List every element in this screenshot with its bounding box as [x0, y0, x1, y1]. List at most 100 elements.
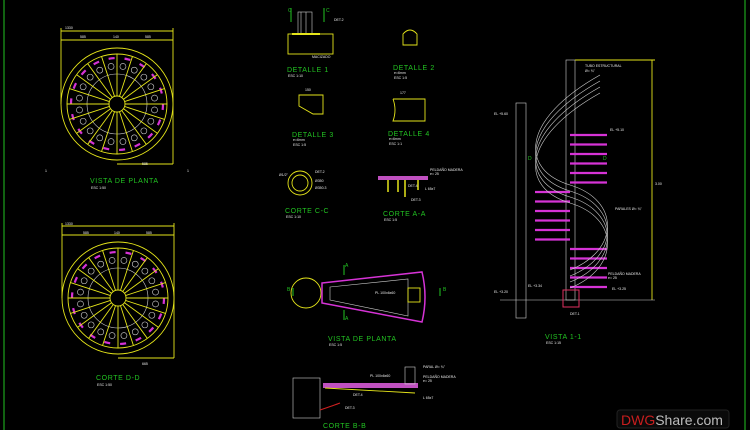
plan-dim-left: 585 — [80, 35, 86, 39]
step-number-bubble — [119, 138, 127, 145]
step-number-bubble — [108, 332, 116, 339]
section-bb-drawing — [292, 366, 418, 419]
step-number-bubble — [97, 328, 105, 336]
step-number-bubble — [76, 94, 83, 102]
detail-3-title: DETALLE 3 — [292, 132, 334, 139]
step-line — [123, 108, 158, 134]
plan-dim-bottom: 585 — [142, 162, 148, 166]
elev-tube-diameter: Ø= ¾" — [585, 69, 596, 73]
section-dd-scale: ESC 1:50 — [97, 383, 112, 387]
mark-b-left: B — [287, 287, 291, 293]
step-line — [122, 304, 148, 339]
detail-3-dim-top: 150 — [305, 88, 311, 92]
step-line — [76, 108, 111, 134]
step-number-bubble — [107, 138, 115, 145]
step-line — [122, 257, 148, 292]
elev-step-label: PELDAÑO MADERA — [608, 271, 641, 276]
center-column — [108, 95, 126, 113]
elev-mark-d-left: D — [528, 156, 532, 162]
step-number-bubble — [96, 134, 104, 142]
step-number-bubble — [77, 300, 84, 308]
step-line — [124, 88, 165, 102]
section-dd-drawing — [61, 223, 175, 359]
step-line — [121, 110, 147, 145]
dd-dim-total: 1330 — [65, 222, 73, 226]
elev-step-e: e= 25 — [608, 276, 617, 280]
section-aa-step-e: e= 25 — [430, 172, 439, 176]
detail-1-det-label: DET.2 — [334, 18, 344, 22]
elev-dim-height: 3.00 — [655, 182, 662, 186]
section-bb-title: CORTE B-B — [323, 423, 366, 430]
step-number-bubble — [151, 94, 158, 102]
section-aa-scale: ESC 1:5 — [384, 218, 397, 222]
step-line — [76, 74, 111, 100]
step-number-bubble — [86, 127, 94, 135]
step-number-bubble — [148, 311, 156, 319]
step-number-bubble — [130, 66, 138, 74]
step-number-bubble — [87, 267, 95, 275]
step-number-bubble — [151, 106, 158, 114]
section-cc-title: CORTE C-C — [285, 208, 329, 215]
section-bb-step-e: e= 25 — [423, 379, 432, 383]
step-number-bubble — [141, 321, 149, 329]
handrail — [535, 92, 608, 289]
step-line — [124, 106, 165, 120]
step-number-bubble — [77, 288, 84, 296]
step-number-bubble — [80, 277, 88, 285]
detail-1-mark-left: C — [288, 8, 292, 14]
step-number-bubble — [119, 63, 127, 70]
dd-dim-left: 585 — [83, 231, 89, 235]
dimension-lines — [60, 28, 174, 165]
step-line — [101, 111, 115, 152]
detail-4-drawing — [392, 98, 426, 122]
watermark-logo: DWGShare.com — [621, 412, 723, 428]
detail-1-scale: ESC 1:10 — [288, 74, 303, 78]
plan-view-title: VISTA DE PLANTA — [90, 178, 159, 185]
section-aa-angle: L 65x7 — [425, 187, 435, 191]
handrail — [535, 74, 608, 271]
step-line — [102, 250, 116, 291]
plan-dim-right: 585 — [145, 35, 151, 39]
step-number-bubble — [130, 134, 138, 142]
step-number-bubble — [108, 257, 116, 264]
step-number-bubble — [87, 321, 95, 329]
step-number-bubble — [80, 311, 88, 319]
step-number-bubble — [79, 117, 87, 125]
step-line — [87, 63, 113, 98]
section-cc-d1: Ø350 — [315, 179, 324, 183]
elevation-scale: ESC 1:15 — [546, 341, 561, 345]
dd-dim-bottom: 665 — [142, 362, 148, 366]
step-number-bubble — [140, 73, 148, 81]
elev-tube-label: TUBO ESTRUCTURAL — [585, 64, 622, 68]
step-number-bubble — [107, 63, 115, 70]
step-number-bubble — [79, 83, 87, 91]
step-number-bubble — [96, 66, 104, 74]
section-cc-drawing — [287, 170, 313, 196]
step-line — [88, 257, 114, 292]
step-line — [119, 56, 133, 97]
elevation-title: VISTA 1-1 — [545, 334, 582, 341]
plan-dim-center: 140 — [113, 35, 119, 39]
step-number-bubble — [120, 332, 128, 339]
section-aa-drawing — [378, 176, 428, 197]
section-cc-det-label: DET.2 — [315, 170, 325, 174]
section-cc-d2: Ø350.3 — [315, 186, 327, 190]
watermark-box — [616, 409, 730, 429]
step-number-bubble — [120, 257, 128, 264]
step-line — [101, 56, 115, 97]
elev-mark-d-right: D — [603, 156, 607, 162]
step-number-bubble — [131, 260, 139, 268]
step-plan-title: VISTA DE PLANTA — [328, 336, 397, 343]
detail-1-drawing — [287, 8, 334, 55]
section-dd-title: CORTE D-D — [96, 375, 140, 382]
step-line — [124, 268, 159, 294]
mark-a-top: A — [345, 263, 349, 269]
elevation-drawing — [500, 59, 655, 319]
step-line — [125, 300, 166, 314]
step-line — [87, 110, 113, 145]
step-number-bubble — [152, 300, 159, 308]
step-plan-drawing — [290, 265, 441, 323]
step-number-bubble — [148, 277, 156, 285]
section-cc-pipe-label: Ø1/2" — [279, 173, 289, 177]
